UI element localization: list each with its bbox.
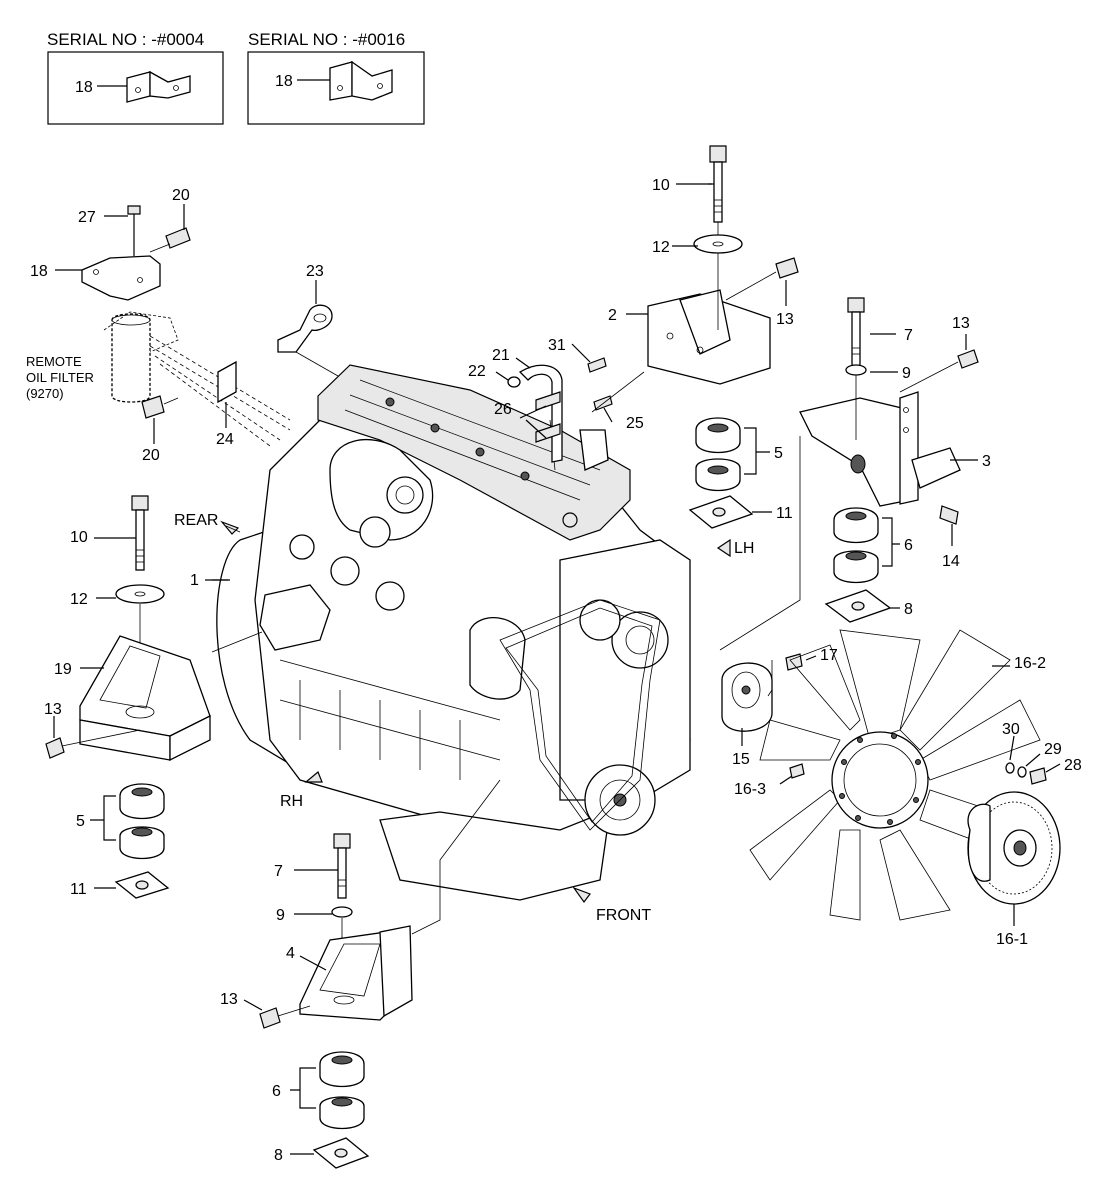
callout-label: 8 [274, 1147, 283, 1164]
callout-label: 26 [494, 401, 512, 418]
callout-label: 5 [76, 813, 85, 830]
callout-label: 21 [492, 347, 510, 364]
callout-label: 7 [274, 863, 283, 880]
callout-label: 12 [70, 591, 88, 608]
callout-label: 16-3 [734, 781, 766, 798]
callout-label: 22 [468, 363, 486, 380]
inset-serial-0004: SERIAL NO : -#0004 18 [47, 30, 224, 125]
callout-label: 25 [626, 415, 644, 432]
callout-label: 13 [220, 991, 238, 1008]
inset-serial-0016: SERIAL NO : -#0016 18 [247, 30, 425, 125]
callout-label: 13 [952, 315, 970, 332]
callout-label: 24 [216, 431, 234, 448]
direction-rh-arrow [304, 771, 323, 783]
callout-label: 15 [732, 751, 750, 768]
callout-label: 18 [75, 79, 93, 96]
callout-label: 18 [30, 263, 48, 280]
direction-front-arrow [572, 886, 591, 904]
callout-label: 28 [1064, 757, 1082, 774]
callout-label: 2 [608, 307, 617, 324]
breather-hose [507, 357, 613, 463]
callout-label: 5 [774, 445, 783, 462]
callout-label: 14 [942, 553, 960, 570]
direction-front-label: FRONT [596, 907, 651, 924]
mount-bracket-19 [45, 495, 211, 899]
callout-label: 18 [275, 73, 293, 90]
callout-label: 11 [70, 881, 87, 898]
callout-label: 16-1 [996, 931, 1028, 948]
remote-oil-filter-note: OIL FILTER [26, 370, 94, 385]
direction-lh-label: LH [734, 540, 754, 557]
inset-serial-label: SERIAL NO : -#0004 [47, 30, 204, 49]
callout-label: 11 [776, 505, 793, 522]
callout-label: 30 [1002, 721, 1020, 738]
leader-lines [53, 183, 1061, 1155]
remote-oil-filter-note: REMOTE [26, 354, 82, 369]
remote-oil-filter-note: (9270) [26, 386, 64, 401]
callout-label: 20 [142, 447, 160, 464]
callout-label: 19 [54, 661, 72, 678]
inset-serial-label: SERIAL NO : -#0016 [248, 30, 405, 49]
mount-bracket-4 [259, 833, 413, 1169]
engine-block [216, 364, 691, 901]
callout-label: 10 [70, 529, 88, 546]
callout-label: 16-2 [1014, 655, 1046, 672]
callout-label: 9 [902, 365, 911, 382]
direction-rh-label: RH [280, 793, 303, 810]
callout-label: 23 [306, 263, 324, 280]
remote-oil-filter-assembly [81, 205, 291, 447]
callout-label: 27 [78, 209, 96, 226]
bracket-23 [277, 304, 333, 353]
callout-label: 9 [276, 907, 285, 924]
direction-rear-arrow [220, 520, 241, 535]
callout-label: 12 [652, 239, 670, 256]
fan-assembly [721, 629, 1061, 921]
callout-label: 1 [190, 572, 199, 589]
mount-bracket-2 [647, 145, 799, 529]
callout-label: 6 [904, 537, 913, 554]
callout-label: 3 [982, 453, 991, 470]
callout-label: 20 [172, 187, 190, 204]
direction-rear-label: REAR [174, 512, 218, 529]
direction-lh-arrow [716, 538, 731, 558]
callout-label: 8 [904, 601, 913, 618]
callout-label: 17 [820, 647, 838, 664]
callout-label: 13 [776, 311, 794, 328]
callout-label: 7 [904, 327, 913, 344]
callout-label: 10 [652, 177, 670, 194]
callout-labels: 1 2 3 4 5 5 6 6 7 7 8 8 9 9 10 10 11 11 … [30, 177, 1082, 1164]
callout-label: 4 [286, 945, 295, 962]
callout-label: 31 [548, 337, 566, 354]
callout-label: 6 [272, 1083, 281, 1100]
callout-label: 13 [44, 701, 62, 718]
mount-bracket-3 [799, 297, 979, 623]
callout-label: 29 [1044, 741, 1062, 758]
